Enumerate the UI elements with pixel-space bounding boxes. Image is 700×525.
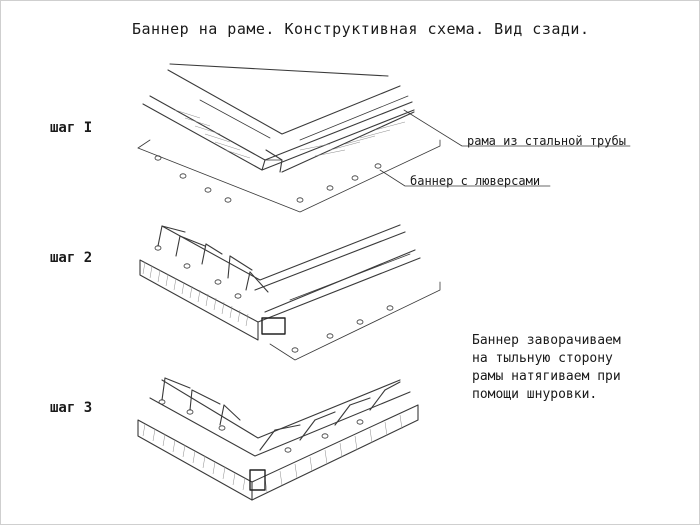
step-3-drawing	[137, 377, 419, 501]
step-2-label: шаг 2	[50, 250, 93, 266]
note-line-1: Баннер заворачиваем	[472, 333, 621, 348]
step-3-label: шаг 3	[50, 400, 93, 416]
step-1-frame-tube	[142, 63, 415, 173]
banner-callout-leader	[379, 169, 551, 187]
step-2-frame-tube	[161, 224, 421, 335]
step-1-drawing	[137, 63, 631, 213]
note-line-2: на тыльную сторону	[472, 351, 613, 366]
step-2-lacing	[154, 225, 269, 299]
step-3-folded-banner	[137, 404, 419, 501]
step-3-frame-tube	[149, 379, 411, 491]
step-1-label: шаг I	[50, 120, 93, 136]
diagram-title: Баннер на раме. Конструктивная схема. Ви…	[132, 20, 590, 38]
instruction-note: Баннер заворачиваем на тыльную сторону р…	[472, 332, 621, 404]
step-2-banner-flap	[269, 281, 441, 361]
step-3-lacing	[158, 377, 401, 453]
note-line-3: рамы натягиваем при	[472, 369, 621, 384]
step-1-grommets	[154, 155, 382, 203]
frame-callout-label: рама из стальной трубы	[467, 134, 626, 148]
step-2-drawing	[139, 224, 441, 361]
step-1-banner-sheet	[137, 139, 441, 213]
step-2-folded-banner	[139, 259, 259, 341]
frame-callout-leader	[403, 109, 631, 147]
banner-callout-label: баннер с люверсами	[410, 174, 541, 188]
note-line-4: помощи шнуровки.	[472, 387, 598, 402]
